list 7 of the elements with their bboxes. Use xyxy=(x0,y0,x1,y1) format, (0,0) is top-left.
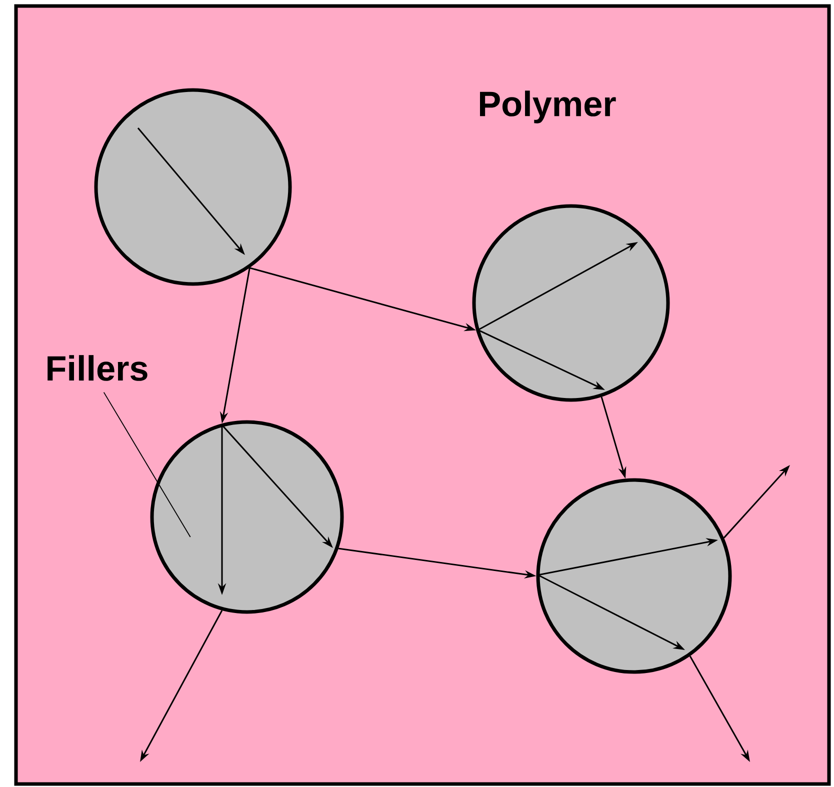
filler-particle xyxy=(536,478,732,674)
material-label: Polymer xyxy=(480,90,616,124)
filler-particle xyxy=(472,204,670,402)
filler-particle xyxy=(150,420,344,614)
filler-label: Fillers xyxy=(48,355,148,381)
filler-particle xyxy=(94,88,292,286)
leader-line xyxy=(103,392,191,538)
